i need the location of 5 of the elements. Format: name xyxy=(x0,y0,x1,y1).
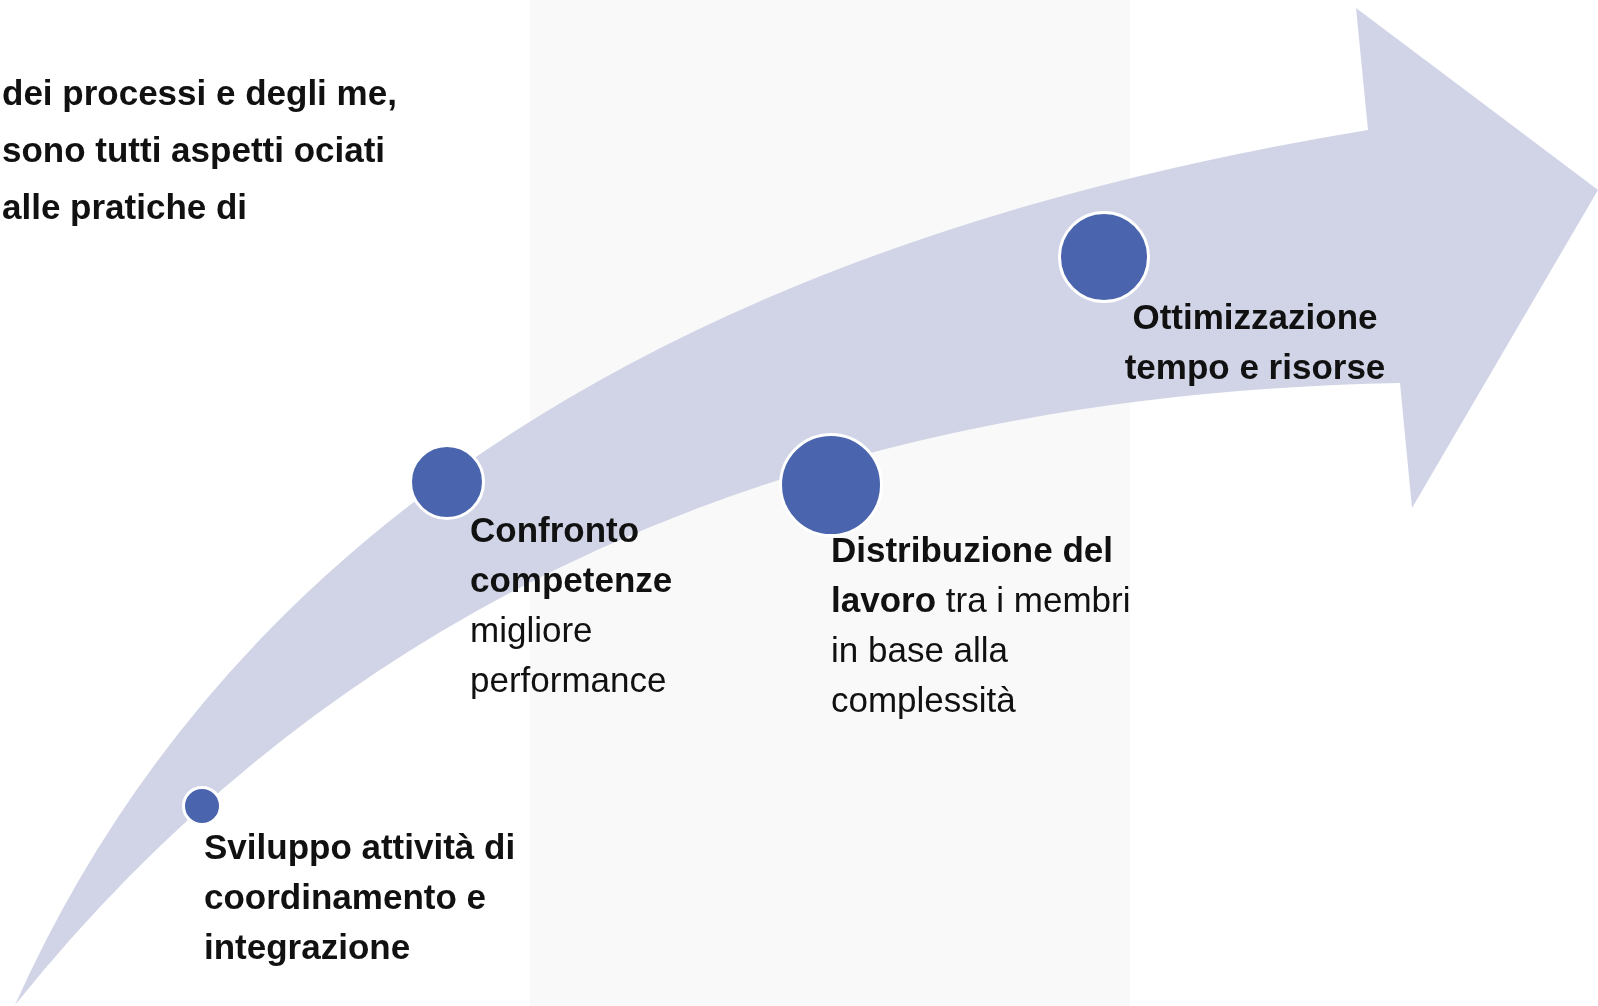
step-label: Ottimizzazione tempo e risorse xyxy=(1123,296,1387,388)
intro-text: dei processi e degli me, sono tutti aspetti ociati alle pratiche di xyxy=(2,72,398,228)
step-label: Distribuzione del lavoro tra i membri in base alla complessità xyxy=(831,529,1132,721)
step-label: migliore performance xyxy=(470,609,668,701)
step-label: Sviluppo attività di coordinamento e integrazione xyxy=(204,826,517,968)
